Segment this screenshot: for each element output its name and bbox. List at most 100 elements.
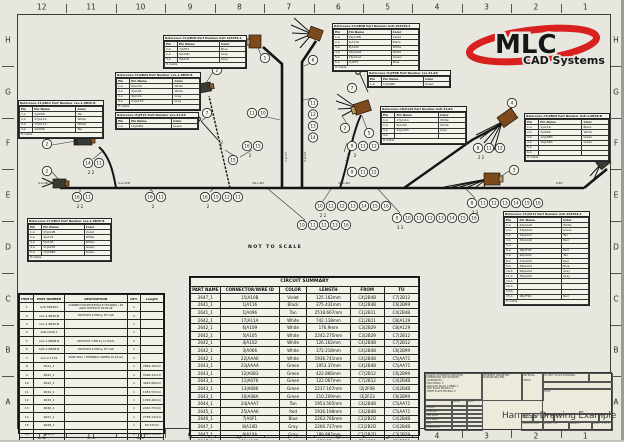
- balloon-callout: [521, 197, 533, 209]
- zone-tick: [461, 429, 463, 438]
- balloon-number: 11: [360, 144, 366, 149]
- balloon-callout: [296, 219, 308, 231]
- zone-tick: [313, 4, 315, 13]
- balloon-number: 10: [299, 223, 305, 228]
- balloon-number: 10: [405, 216, 411, 221]
- not-to-scale-label: NOT TO SCALE: [248, 245, 303, 250]
- balloon-callout: [363, 127, 375, 139]
- zone-col-label: 9: [187, 431, 193, 441]
- zone-tick: [511, 4, 513, 13]
- zone-row-label: B: [5, 345, 11, 355]
- zone-row-label: G: [5, 87, 11, 97]
- balloon-callout: [402, 212, 414, 224]
- ref-table-hcable-row: H-Cable: [525, 154, 609, 161]
- zone-col-label: 3: [484, 2, 489, 12]
- balloon-callout: [144, 191, 156, 203]
- balloon-qty-label: 2 2: [77, 204, 84, 209]
- ref-table-hcable-row: H-Cable: [116, 103, 200, 110]
- balloon-qty-label: 2 2: [88, 170, 95, 175]
- balloon-callout: [307, 219, 319, 231]
- zone-tick: [66, 4, 68, 13]
- balloon-callout: [82, 157, 94, 169]
- balloon-callout: [472, 142, 484, 154]
- tolerance-line: UNLESS OTHERWISE SPECIFIED:: [426, 373, 464, 377]
- balloon-callout: [357, 140, 369, 152]
- balloon-callout: [477, 197, 489, 209]
- balloon-qty-label: 2: [152, 204, 155, 209]
- ref-table: Reference C3|2B29 Part Number xxx-1-0B4P…: [115, 72, 201, 111]
- balloon-number: 16: [202, 195, 208, 200]
- zone-tick: [611, 221, 622, 222]
- zone-col-label: 11: [86, 2, 96, 12]
- balloon-number: 11: [310, 101, 316, 106]
- balloon-number: 11: [235, 195, 241, 200]
- sign-row-label: ENG APPR.: [425, 413, 453, 419]
- balloon-number: 13: [310, 124, 316, 129]
- zone-tick: [264, 4, 266, 13]
- balloon-callout: [257, 107, 269, 119]
- balloon-callout: [435, 212, 447, 224]
- size-cell: SIZE A: [542, 413, 555, 423]
- zone-row-label: G: [613, 87, 619, 97]
- zone-tick: [611, 117, 622, 119]
- balloon-number: 9: [351, 144, 354, 149]
- balloon-callout: [532, 197, 544, 209]
- balloon-callout: [357, 166, 369, 178]
- tolerance-line: TWO PLACE DECIMAL ±: [426, 387, 454, 391]
- balloon-callout: [347, 200, 359, 212]
- balloon-number: 9: [351, 170, 354, 175]
- wire-segment-label: 9-B7: [556, 181, 563, 185]
- zone-col-label: 4: [434, 431, 440, 441]
- zone-row-label: E: [5, 190, 11, 200]
- wire-segment-label: 4-A-0B7: [38, 181, 50, 185]
- balloon-qty-label: 2: [354, 153, 357, 158]
- title-block: UNLESS OTHERWISE SPECIFIED:DIMENSIONS AR…: [424, 372, 613, 431]
- balloon-number: 13: [332, 223, 338, 228]
- balloon-number: 11: [486, 146, 492, 151]
- balloon-callout: [340, 219, 352, 231]
- balloon-callout: [318, 219, 330, 231]
- balloon-callout: [346, 140, 358, 152]
- zone-tick: [2, 324, 14, 326]
- ref-table-title: Reference I3|2F23 Part Number xxx-31-XX: [116, 113, 198, 119]
- balloon-callout: [314, 200, 326, 212]
- balloon-callout: [499, 197, 511, 209]
- balloon-callout: [201, 107, 213, 119]
- balloon-number: 14: [85, 161, 91, 166]
- zone-row-label: H: [5, 35, 11, 45]
- wire-segment-label: 2-A-C3: [344, 151, 351, 162]
- balloon-number: 11: [158, 195, 164, 200]
- balloon-number: 2: [216, 68, 219, 73]
- balloon-callout: [199, 191, 211, 203]
- zone-tick: [611, 169, 622, 171]
- balloon-callout: [71, 191, 83, 203]
- balloon-qty-label: 2: [249, 153, 252, 158]
- balloon-number: 12: [371, 170, 377, 175]
- zone-tick: [214, 4, 216, 13]
- sign-row-label: CHECKED: [425, 409, 453, 415]
- zone-tick: [611, 324, 622, 326]
- zone-col-label: 6: [335, 2, 341, 12]
- zone-tick: [2, 272, 14, 274]
- balloon-callout: [368, 140, 380, 152]
- balloon-number: 11: [85, 195, 91, 200]
- connector-c6: [496, 107, 519, 128]
- sign-row-label: Q.A.: [425, 421, 453, 427]
- wire-segment-label: 2-A-B1: [218, 140, 224, 151]
- zone-row-label: D: [5, 242, 11, 252]
- tolerance-line: ANGULAR: MACH ± BEND ±: [426, 384, 459, 388]
- interpret-line: INTERPRET GEOMETRIC: [482, 373, 510, 377]
- balloon-callout: [241, 140, 253, 152]
